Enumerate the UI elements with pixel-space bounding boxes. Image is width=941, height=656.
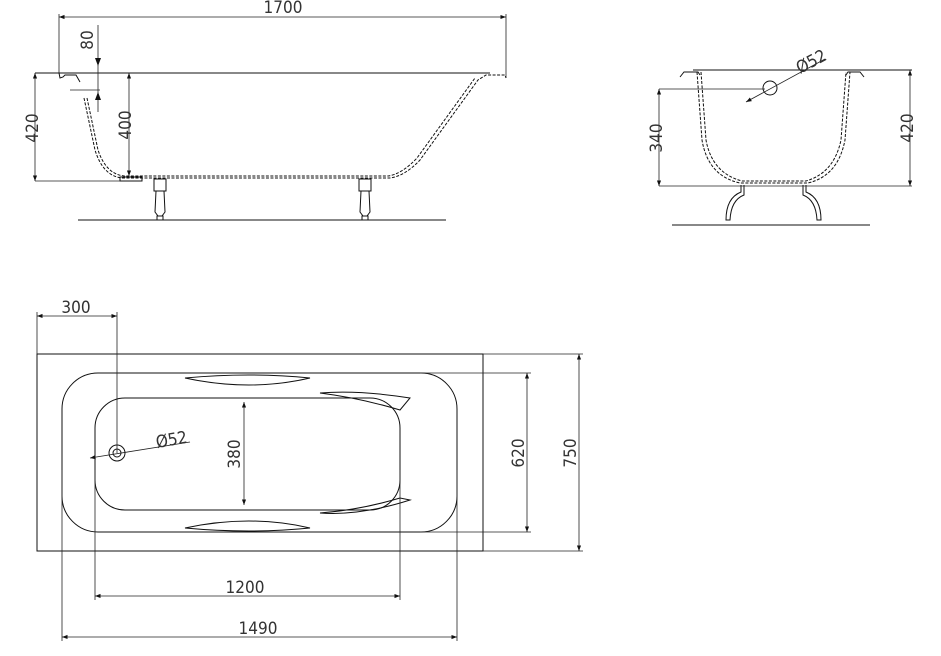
leg-right [358,178,372,221]
leg-left [725,185,745,221]
rim-left [58,72,81,83]
leg-left [153,178,167,221]
outer-rim [36,353,484,552]
dim-inner-length: 1490 [239,619,278,639]
dim-inner-depth: 340 [647,123,667,152]
dim-total-height: 420 [898,113,918,142]
inner-basin [61,372,458,533]
dim-bottom-length: 1200 [226,578,265,598]
dim-drain-offset: 300 [61,298,90,318]
tub-shell-profile [83,74,507,179]
dim-drain-diameter: Ø52 [154,428,188,453]
drain-hole [762,80,778,96]
bottom-area [94,397,401,511]
end-view: Ø52 340 420 [647,46,918,226]
dim-length: 1700 [264,0,303,18]
leg-right [802,185,822,221]
armrest-bottom [184,520,311,532]
tub-shell-cross-section [696,71,851,184]
armrest-top [184,374,311,386]
dim-outer-width: 750 [561,438,581,467]
dim-total-height: 420 [23,113,43,142]
plan-view: Ø52 300 380 1200 1490 620 750 [36,298,583,641]
dim-depth: 400 [116,110,136,139]
dim-bottom-width: 380 [225,439,245,468]
dim-rim-height: 80 [78,30,98,49]
dim-inner-width: 620 [509,438,529,467]
side-view: 1700 420 400 80 [23,0,507,221]
